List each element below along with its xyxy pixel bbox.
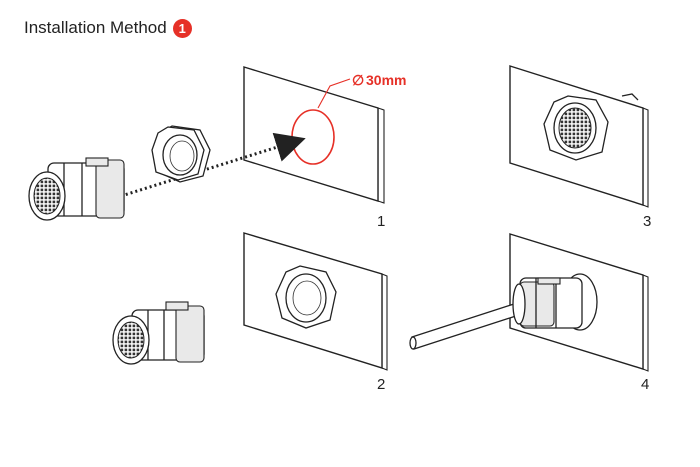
cylindrical-connector-icon [112,301,205,365]
guide-dotted-line [120,132,306,198]
step-label-3: 3 [643,213,651,230]
dimension-leader-line [317,78,351,109]
step-label-4: 4 [641,376,649,393]
hex-nut-icon [151,125,211,183]
header: Installation Method 1 [24,18,192,38]
step-3-group: 3 [509,65,651,230]
hex-nut-icon [275,265,337,329]
step-2-group: 2 [112,232,388,393]
mounted-nut-icon [543,95,609,161]
dimension-symbol: ∅ [352,72,364,88]
step-label-1: 1 [377,213,385,230]
connector-rear-hint [621,93,639,101]
dimension-value: 30mm [366,72,406,88]
page-title: Installation Method [24,18,167,37]
step-label-2: 2 [377,376,385,393]
cylindrical-connector-icon [512,273,598,331]
step-4-group: 4 [409,233,649,393]
cylindrical-connector-icon [28,157,125,221]
step-badge: 1 [172,18,192,38]
cable-icon [409,301,523,350]
step-1-group: ∅ 30mm 1 [28,66,406,230]
panel-step-1 [243,66,385,204]
